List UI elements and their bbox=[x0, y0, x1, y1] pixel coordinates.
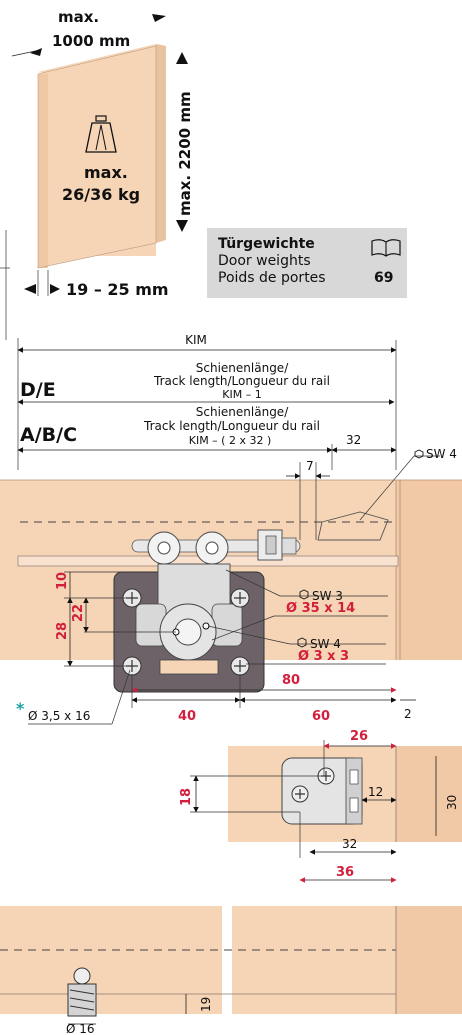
sw3-label: SW 3 bbox=[312, 589, 343, 603]
door-height-label: max. 2200 mm bbox=[176, 91, 194, 216]
screw-leader bbox=[111, 669, 131, 725]
screw-label: Ø 3,5 x 16 bbox=[28, 709, 90, 723]
dim-2: 2 bbox=[404, 707, 412, 721]
height-arrowhead-top bbox=[176, 52, 188, 64]
guide-wood-middle bbox=[232, 906, 396, 1014]
door-weight-label-1: max. bbox=[84, 163, 128, 182]
door-weights-page-ref[interactable]: 69 bbox=[374, 270, 393, 286]
dim-28: 28 bbox=[55, 622, 70, 640]
carriage-rollers bbox=[131, 529, 301, 565]
door-width-label-1: max. bbox=[58, 8, 99, 26]
bolt-leader bbox=[211, 615, 275, 641]
dim-22: 22 bbox=[71, 604, 86, 622]
de-line2: Track length/Longueur du rail bbox=[153, 374, 330, 388]
thickness-arrowhead-right bbox=[50, 284, 60, 294]
abc-code: A/B/C bbox=[20, 424, 77, 446]
dim-36: 36 bbox=[336, 865, 354, 880]
sw3-leader bbox=[225, 569, 281, 597]
dim-10: 10 bbox=[55, 572, 70, 590]
stop-side-panel bbox=[396, 746, 462, 842]
sw4-leader bbox=[207, 625, 291, 645]
abc-line2: Track length/Longueur du rail bbox=[143, 419, 320, 433]
dim-30: 30 bbox=[445, 795, 459, 810]
door-width-label-2: 1000 mm bbox=[52, 32, 130, 50]
dim-80: 80 bbox=[282, 673, 300, 688]
sw4-label: SW 4 bbox=[310, 637, 341, 651]
dim-60: 60 bbox=[312, 709, 330, 724]
dim-26: 26 bbox=[350, 729, 368, 744]
hex-icon bbox=[299, 589, 309, 600]
abc-offset: 32 bbox=[346, 433, 361, 447]
bolt-label: Ø 35 x 14 bbox=[286, 601, 355, 616]
weight-icon bbox=[85, 115, 117, 153]
dim-18: 18 bbox=[179, 788, 194, 806]
door-weight-label-2: 26/36 kg bbox=[62, 185, 140, 204]
height-arrowhead-bottom bbox=[176, 220, 188, 232]
width-arrowhead-right bbox=[152, 14, 166, 22]
thickness-arrowhead-left bbox=[24, 284, 36, 294]
track-end-stop bbox=[317, 511, 389, 541]
door-weights-title: Türgewichte bbox=[218, 236, 315, 252]
door-weights-fr: Poids de portes bbox=[218, 270, 326, 286]
de-formula: KIM – 1 bbox=[222, 388, 261, 401]
door-weights-box bbox=[207, 228, 407, 298]
mounting-plate bbox=[113, 563, 265, 693]
door-thickness-label: 19 – 25 mm bbox=[66, 280, 169, 299]
guide-diameter: Ø 16 bbox=[66, 1022, 95, 1035]
dim-12: 12 bbox=[368, 785, 383, 799]
dim-7: 7 bbox=[306, 459, 314, 473]
dim-32: 32 bbox=[342, 837, 357, 851]
width-arrowhead-left bbox=[30, 48, 42, 56]
kim-label: KIM bbox=[185, 333, 207, 347]
book-icon[interactable] bbox=[371, 239, 401, 257]
track-side-panel bbox=[396, 480, 462, 660]
guide-wood-left bbox=[0, 906, 222, 1014]
sw4-top-label: SW 4 bbox=[426, 447, 457, 461]
guide-side-panel bbox=[396, 906, 462, 1014]
door-illustration bbox=[37, 44, 166, 269]
pin-label: Ø 3 x 3 bbox=[298, 649, 349, 664]
de-code: D/E bbox=[20, 379, 56, 401]
floor-guide bbox=[67, 967, 97, 1017]
abc-formula: KIM – ( 2 x 32 ) bbox=[189, 434, 272, 447]
dim-40: 40 bbox=[178, 709, 196, 724]
stop-fitting bbox=[281, 757, 363, 825]
hex-icon bbox=[414, 449, 424, 459]
screw-marker: * bbox=[16, 699, 25, 718]
door-weights-en: Door weights bbox=[218, 253, 311, 269]
sw4-top-leader bbox=[359, 455, 415, 521]
abc-line1: Schienenlänge/ bbox=[196, 405, 289, 419]
dim-19: 19 bbox=[199, 997, 213, 1012]
de-line1: Schienenlänge/ bbox=[196, 361, 289, 375]
hex-icon bbox=[297, 637, 307, 648]
